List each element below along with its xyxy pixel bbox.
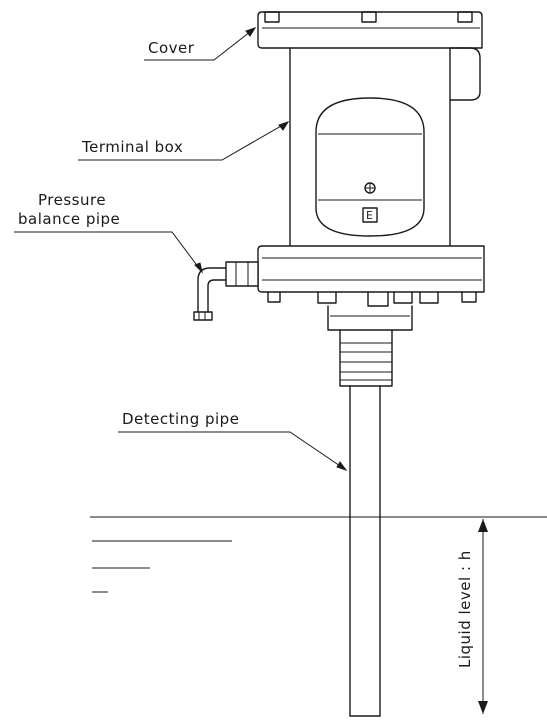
label-detecting-pipe: Detecting pipe: [118, 410, 348, 471]
e-mark-text: E: [366, 209, 373, 222]
cover-label: Cover: [148, 39, 195, 57]
detecting-pipe-label: Detecting pipe: [122, 410, 239, 428]
flange-part: [257, 245, 485, 331]
liquid-level-dimension: Liquid level : h: [456, 519, 488, 714]
pressure-label-line1: Pressure: [38, 191, 106, 209]
threaded-fitting: [339, 329, 393, 387]
pressure-label-line2: balance pipe: [18, 210, 120, 228]
label-pressure-pipe: Pressure balance pipe: [14, 191, 203, 274]
label-cover: Cover: [144, 27, 257, 61]
detecting-pipe-part: [349, 385, 381, 717]
e-mark-box: [362, 207, 378, 223]
terminal-box-label: Terminal box: [81, 138, 183, 156]
terminal-box-part: E: [289, 47, 481, 247]
liquid-level-label: Liquid level : h: [456, 550, 474, 668]
flange-bolts: [267, 291, 477, 307]
cover-part: [257, 11, 483, 49]
label-terminal-box: Terminal box: [78, 121, 290, 161]
liquid-surface: [90, 516, 547, 593]
pressure-balance-pipe-part: [193, 261, 259, 321]
